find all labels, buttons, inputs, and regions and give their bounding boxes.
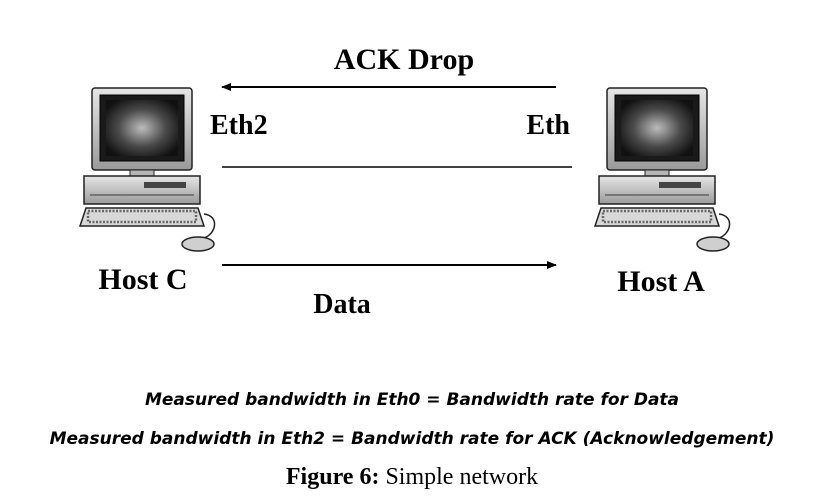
host-c-computer-icon bbox=[80, 88, 215, 251]
eth-label: Eth bbox=[526, 110, 570, 141]
eth2-bandwidth-note: Measured bandwidth in Eth2 = Bandwidth r… bbox=[0, 429, 824, 449]
host-a-computer-icon bbox=[595, 88, 730, 251]
eth2-label: Eth2 bbox=[210, 110, 268, 141]
figure-caption: Figure 6: Simple network bbox=[0, 464, 824, 491]
host-c-label: Host C bbox=[98, 263, 187, 296]
figure-caption-text: Simple network bbox=[385, 464, 538, 490]
eth0-bandwidth-note: Measured bandwidth in Eth0 = Bandwidth r… bbox=[0, 390, 824, 410]
data-label: Data bbox=[313, 289, 371, 320]
ack-drop-label: ACK Drop bbox=[334, 43, 474, 76]
figure-caption-prefix: Figure 6: bbox=[286, 464, 380, 490]
host-a-label: Host A bbox=[617, 265, 705, 298]
